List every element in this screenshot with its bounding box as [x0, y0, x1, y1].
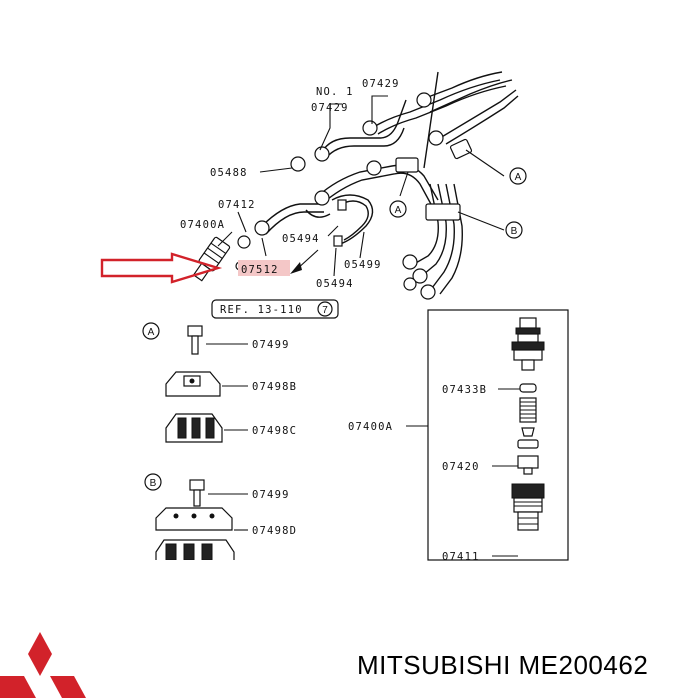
label-07400A-right: 07400A: [348, 421, 393, 433]
label-07498C: 07498C: [252, 425, 297, 437]
highlight-box: [238, 260, 290, 276]
label-07400A-left: 07400A: [180, 219, 225, 231]
spring-icon: [519, 397, 537, 423]
nozzle-icon: [517, 455, 539, 475]
label-07420: 07420: [442, 461, 480, 473]
label-05494-a: 05494: [282, 233, 320, 245]
retaining-nut-icon: [511, 483, 545, 531]
injector-detail-box: [427, 309, 569, 561]
callout-a-mid: A: [395, 205, 402, 216]
bolt-icon-b: [189, 479, 205, 507]
label-07411: 07411: [442, 551, 480, 563]
label-07429-left: 07429: [311, 102, 349, 114]
callout-a-detail: A: [148, 327, 155, 338]
leader-lines: [217, 95, 505, 277]
ref-label: REF. 13-110: [220, 304, 303, 316]
label-07498D: 07498D: [252, 525, 297, 537]
callout-b-detail: B: [150, 478, 157, 489]
label-no1: NO. 1: [316, 86, 354, 98]
mitsubishi-logo: [0, 632, 86, 698]
part-caption: MITSUBISHI ME200462: [357, 650, 649, 680]
label-05488: 05488: [210, 167, 248, 179]
label-07498B: 07498B: [252, 381, 297, 393]
label-07499-a: 07499: [252, 339, 290, 351]
ref-box: [211, 299, 339, 319]
callout-b-top: B: [511, 226, 518, 237]
injector-nozzle-holder-icon: [511, 317, 545, 371]
ref-number: 7: [322, 305, 328, 316]
label-05494-b: 05494: [316, 278, 354, 290]
washer-icon: [519, 383, 537, 393]
bolt-icon: [187, 325, 203, 355]
clamp-c-icon: [165, 413, 223, 443]
callout-a-top: A: [515, 172, 522, 183]
label-07499-b: 07499: [252, 489, 290, 501]
spacer-icon: [521, 427, 535, 437]
label-07412: 07412: [218, 199, 256, 211]
label-07512: 07512: [241, 264, 279, 276]
clamp-d-icon: [155, 507, 233, 531]
label-05499: 05499: [344, 259, 382, 271]
pointer-arrow: [100, 252, 223, 284]
label-07429-top: 07429: [362, 78, 400, 90]
clamp-b-icon: [165, 371, 221, 397]
label-07433B: 07433B: [442, 384, 487, 396]
injection-pipes: [192, 71, 519, 300]
